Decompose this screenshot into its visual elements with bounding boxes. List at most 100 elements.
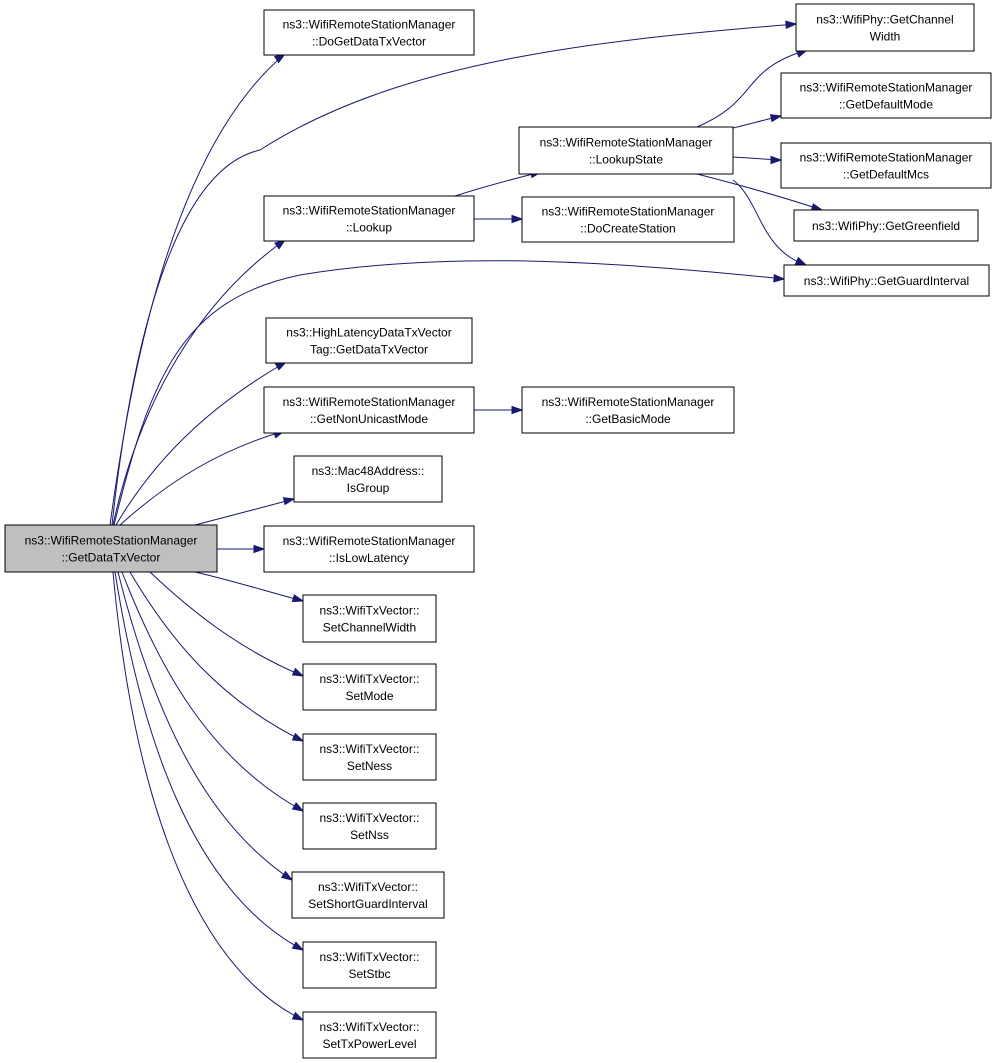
node-box[interactable] [793,209,979,242]
arrow-head [291,802,305,812]
arrow-head [291,941,305,951]
node-getDefaultMode[interactable]: ns3::WifiRemoteStationManager::GetDefaul… [780,72,992,119]
node-label-line: ns3::WifiTxVector:: [319,672,419,686]
node-box[interactable] [780,72,992,119]
node-label-line: ns3::WifiRemoteStationManager [540,136,713,150]
node-box[interactable] [293,455,443,503]
node-label-line: ::GetNonUnicastMode [310,412,428,426]
node-label-line: SetNess [347,759,392,773]
node-isLowLatency[interactable]: ns3::WifiRemoteStationManager::IsLowLate… [263,525,475,573]
node-box[interactable] [302,663,437,711]
edge-line [119,430,285,526]
edge-line [117,571,293,881]
arrow-head [770,155,783,165]
arrow-head [794,256,808,266]
edge-line [732,179,807,266]
node-box[interactable] [518,126,734,175]
edge-root-to-isGroup [194,497,296,526]
edge-lookupState-to-getChannelWidth [696,49,809,128]
node-label-line: ::DoCreateStation [580,222,675,236]
node-label-line: ns3::WifiTxVector:: [319,950,419,964]
arrow-head [291,732,305,742]
edge-root-to-setNess [129,571,305,742]
node-box[interactable] [4,524,218,573]
arrow-head [773,274,786,283]
node-box[interactable] [291,871,445,919]
node-setNss[interactable]: ns3::WifiTxVector::SetNss [302,802,437,850]
node-lookupState[interactable]: ns3::WifiRemoteStationManager::LookupSta… [518,126,734,175]
node-getDefaultMcs[interactable]: ns3::WifiRemoteStationManager::GetDefaul… [780,142,992,189]
node-box[interactable] [263,195,475,242]
node-box[interactable] [302,1011,437,1059]
node-getGuardInterval[interactable]: ns3::WifiPhy::GetGuardInterval [783,264,990,297]
arrow-head [511,405,524,415]
node-label-line: ::GetBasicMode [585,412,671,426]
arrow-head [282,497,296,506]
node-setNess[interactable]: ns3::WifiTxVector::SetNess [302,733,437,781]
node-lookup[interactable]: ns3::WifiRemoteStationManager::Lookup [263,195,475,242]
node-setTxPowerLevel[interactable]: ns3::WifiTxVector::SetTxPowerLevel [302,1011,437,1059]
node-box[interactable] [263,386,475,434]
node-label-line: ::LookupState [589,153,663,167]
node-doGetDataTxVector[interactable]: ns3::WifiRemoteStationManager::DoGetData… [263,9,475,56]
node-box[interactable] [302,733,437,781]
edges-layer [109,20,824,1021]
node-label-line: ns3::WifiRemoteStationManager [283,534,456,548]
node-label-line: ::GetDataTxVector [62,551,161,565]
edge-root-to-getNonUnicastMode [119,430,286,526]
node-box[interactable] [521,196,735,243]
node-isGroup[interactable]: ns3::Mac48Address::IsGroup [293,455,443,503]
node-label-line: SetShortGuardInterval [308,897,427,911]
node-setShortGuardInterval[interactable]: ns3::WifiTxVector::SetShortGuardInterval [291,871,445,919]
edge-line [111,23,797,526]
arrow-head [253,544,266,554]
edge-root-to-setShortGuardInterval [117,571,294,881]
node-getBasicMode[interactable]: ns3::WifiRemoteStationManager::GetBasicM… [521,386,735,434]
node-root[interactable]: ns3::WifiRemoteStationManager::GetDataTx… [4,524,218,573]
node-box[interactable] [780,142,992,189]
node-label-line: IsGroup [347,481,390,495]
arrow-head [291,594,305,603]
node-setStbc[interactable]: ns3::WifiTxVector::SetStbc [302,941,437,989]
node-label-line: ::GetDefaultMode [839,98,933,112]
edge-line [149,571,304,677]
nodes-layer: ns3::WifiRemoteStationManager::GetDataTx… [4,3,992,1059]
node-getGreenfield[interactable]: ns3::WifiPhy::GetGreenfield [793,209,979,242]
edge-line [129,571,304,742]
node-doCreateStation[interactable]: ns3::WifiRemoteStationManager::DoCreateS… [521,196,735,243]
node-label-line: ns3::HighLatencyDataTxVector [286,326,451,340]
edge-line [454,171,542,197]
node-box[interactable] [783,264,990,297]
node-setMode[interactable]: ns3::WifiTxVector::SetMode [302,663,437,711]
node-label-line: ns3::WifiTxVector:: [319,604,419,618]
node-label-line: ns3::WifiRemoteStationManager [283,204,456,218]
node-label-line: SetTxPowerLevel [322,1037,416,1051]
node-box[interactable] [302,802,437,850]
edge-lookup-to-doCreateStation [474,214,524,224]
edge-root-to-getChannelWidth [111,20,798,526]
node-label-line: ns3::WifiTxVector:: [319,811,419,825]
node-box[interactable] [795,3,975,52]
edge-root-to-setChannelWidth [194,571,305,603]
node-box[interactable] [302,941,437,989]
node-label-line: ns3::Mac48Address:: [312,464,425,478]
node-box[interactable] [263,525,475,573]
node-label-line: ns3::WifiPhy::GetGuardInterval [804,274,969,288]
edge-line [112,239,286,526]
node-box[interactable] [521,386,735,434]
node-label-line: ::IsLowLatency [329,551,409,565]
arrow-head [785,20,798,29]
node-highLatencyTag[interactable]: ns3::HighLatencyDataTxVectorTag::GetData… [265,317,473,364]
arrow-head [280,870,294,881]
node-setChannelWidth[interactable]: ns3::WifiTxVector::SetChannelWidth [302,594,437,643]
node-getNonUnicastMode[interactable]: ns3::WifiRemoteStationManager::GetNonUni… [263,386,475,434]
edge-lookupState-to-getDefaultMcs [732,155,783,165]
edge-root-to-setMode [149,571,305,677]
node-box[interactable] [265,317,473,364]
node-box[interactable] [302,594,437,643]
edge-root-to-setNss [121,571,305,812]
node-label-line: Width [870,30,901,44]
node-box[interactable] [263,9,475,56]
edge-getNonUnicastMode-to-getBasicMode [474,405,524,415]
